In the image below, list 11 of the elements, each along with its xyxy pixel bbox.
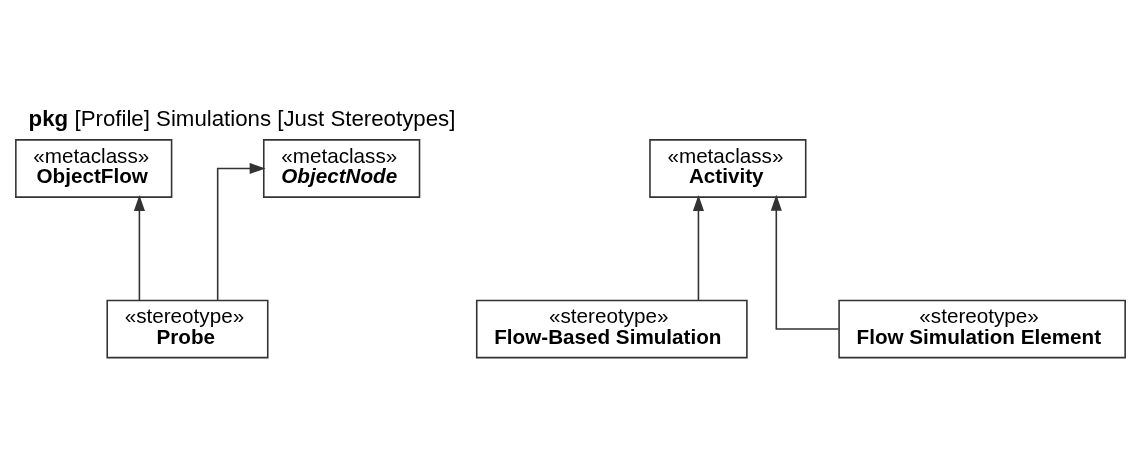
arrow — [216, 162, 266, 302]
diagram-title: pkg [Profile] Simulations [Just Stereotypes] — [28, 105, 456, 131]
node-box: «metaclass» ObjectFlow — [15, 139, 173, 198]
node-box: «stereotype» Flow-Based Simulation — [475, 299, 748, 359]
arrow — [133, 195, 145, 302]
node-box: «metaclass» Activity — [649, 139, 807, 198]
arrow — [692, 195, 704, 302]
arrow — [770, 194, 840, 330]
node-box: «stereotype» Probe — [106, 299, 269, 359]
node-box: «stereotype» Flow Simulation Element — [838, 299, 1126, 359]
node-box: «metaclass» ObjectNode — [262, 139, 421, 198]
